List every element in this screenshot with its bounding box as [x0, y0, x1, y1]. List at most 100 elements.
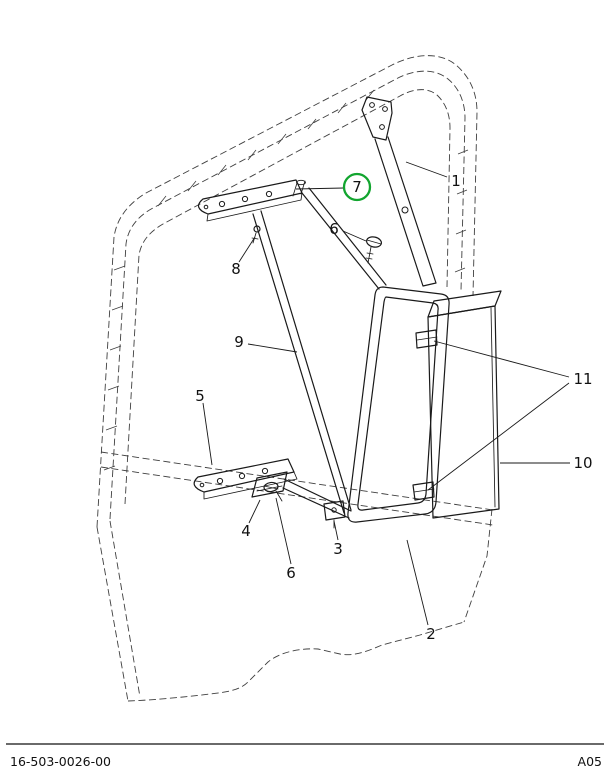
door-frame-phantom [96, 55, 494, 702]
bracket-hole [382, 106, 388, 112]
upper-swivel-arm [301, 187, 387, 290]
leader-line [405, 161, 448, 178]
brace-lines [252, 210, 352, 514]
bracket-pivot-cap [296, 179, 306, 186]
lower-bracket-thickness [203, 471, 298, 500]
bracket-hole [241, 195, 249, 203]
lower-door-bracket [193, 458, 298, 500]
callout-9[interactable]: 9 [234, 333, 298, 353]
leader-line [247, 343, 298, 353]
footer: 16-503-0026-00 A05 [6, 743, 604, 769]
diagonal-brace [252, 210, 352, 514]
lower-swivel-arm [282, 478, 352, 519]
door-outline-inner [124, 89, 451, 505]
callout-4[interactable]: 4 [241, 499, 261, 540]
callout-label: 1 [451, 172, 461, 190]
swivel-arm-lines [301, 187, 387, 290]
door-torn-bottom-edge [127, 621, 465, 702]
callout-3[interactable]: 3 [333, 520, 343, 558]
mirror-head-front-face [427, 305, 500, 519]
callout-6-bottom[interactable]: 6 [275, 497, 296, 582]
mirror-assembly [193, 96, 502, 529]
leader-line [295, 187, 345, 190]
callout-label: 11 [573, 370, 592, 388]
door-outline-mid [109, 70, 466, 520]
upper-bracket-plate [197, 179, 303, 215]
leader-line [238, 236, 256, 263]
callout-6-top[interactable]: 6 [329, 220, 367, 242]
callout-1[interactable]: 1 [405, 161, 461, 190]
thumbscrew-stem [365, 239, 382, 264]
clamp-body [415, 329, 438, 349]
leader-line [248, 499, 261, 524]
highlight-circle [342, 172, 372, 202]
upper-arm-lines [374, 136, 437, 287]
upper-bracket-thickness [206, 192, 303, 222]
loop-inner [357, 296, 439, 511]
clamp-line [416, 336, 438, 341]
bracket-hole [379, 124, 385, 130]
mirror-head-top-face [427, 290, 502, 318]
door-belt-line-lower [100, 466, 494, 526]
bracket-hole [265, 190, 273, 198]
bracket-hole [369, 102, 375, 108]
part-number: 16-503-0026-00 [10, 754, 111, 769]
callout-5[interactable]: 5 [195, 387, 213, 466]
clamp-body [412, 481, 435, 501]
callout-label: 2 [426, 625, 436, 643]
leader-line [342, 230, 367, 242]
bracket-hole [203, 204, 209, 210]
door-left-edge-inner [109, 520, 141, 698]
lower-arm-lines [282, 478, 352, 519]
door-belt-line-upper [100, 451, 494, 511]
thumbscrew-top [365, 236, 383, 264]
callout-2[interactable]: 2 [406, 539, 436, 643]
bracket-hole [216, 477, 224, 485]
screw-shank [251, 232, 259, 244]
upper-mount-bracket [361, 96, 393, 141]
lower-bracket-plate [193, 458, 295, 493]
callout-label: 4 [241, 522, 251, 540]
callout-label: 9 [234, 333, 244, 351]
callout-11[interactable]: 11 [427, 340, 593, 491]
callout-label: 6 [329, 220, 339, 238]
leader-line [406, 539, 429, 626]
bracket-hole [218, 200, 226, 208]
callouts: 1 7 6 8 9 5 4 6 [195, 161, 593, 643]
callout-label: 3 [333, 540, 343, 558]
mirror-clamp-lower [412, 481, 435, 501]
callout-label: 8 [231, 260, 241, 278]
clamp-line [413, 488, 435, 493]
callout-label: 6 [286, 564, 296, 582]
leader-line [427, 340, 570, 491]
upper-door-bracket [197, 179, 306, 222]
thumbscrew-stem [263, 485, 283, 502]
leader-line [202, 402, 213, 466]
door-outline-outer [96, 55, 478, 528]
door-right-edge [463, 508, 493, 623]
thumbscrew-head [365, 236, 383, 248]
mirror-clamp-upper [415, 329, 438, 349]
callout-10[interactable]: 10 [500, 454, 593, 472]
leader-line [275, 497, 292, 565]
mirror-head [427, 290, 502, 519]
callout-label: 10 [573, 454, 592, 472]
mirror-head-edge-line [490, 307, 496, 508]
thumbscrew-bottom [263, 481, 283, 502]
arm-hole [401, 206, 409, 214]
hinge-body [251, 471, 288, 498]
hatch-marks [103, 89, 469, 471]
door-left-edge [96, 526, 129, 702]
leader-line [333, 520, 339, 541]
callout-label: 7 [352, 178, 362, 196]
callout-8[interactable]: 8 [231, 236, 256, 278]
page-code: A05 [578, 754, 602, 769]
bracket-hole [261, 467, 269, 475]
thumbscrew-head [263, 481, 279, 493]
callout-7-highlighted[interactable]: 7 [295, 172, 372, 202]
bracket-hole [199, 482, 205, 488]
bracket-pivot [292, 180, 306, 197]
bracket-hole [238, 472, 246, 480]
upper-support-arm [374, 136, 437, 287]
